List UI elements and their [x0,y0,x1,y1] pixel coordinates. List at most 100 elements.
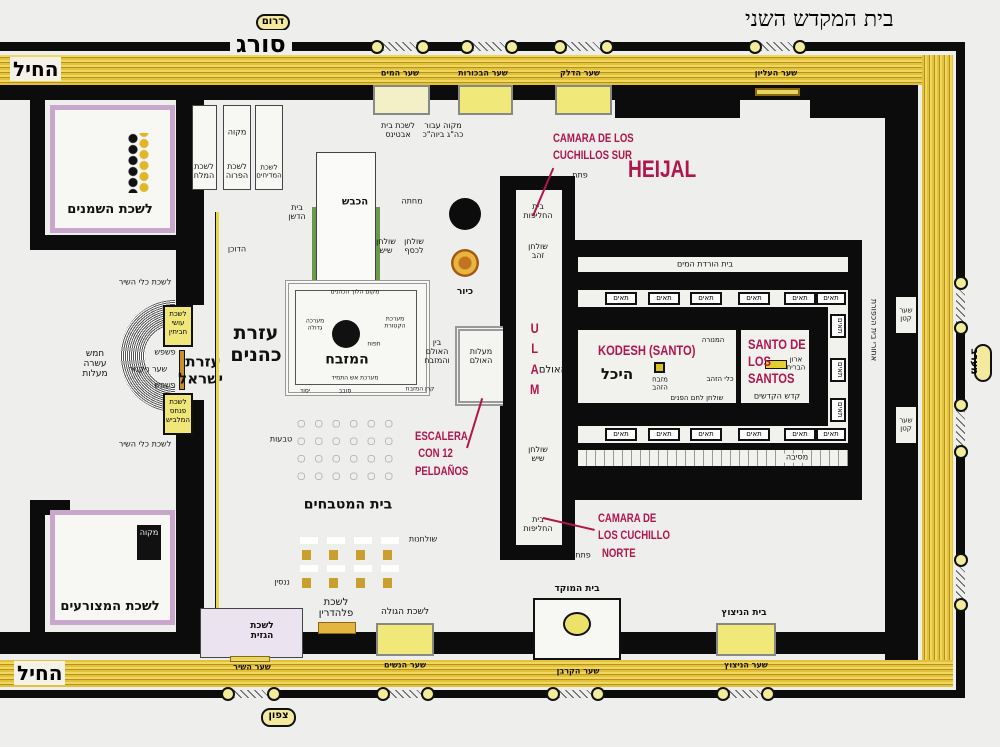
fence-gate-post [376,687,390,701]
annotation-line: PELDAÑOS [415,463,469,478]
lepers-chamber-label: לשכת המצורעים [60,598,160,614]
cell-box: תאים [648,292,680,305]
annotation-letter: U [530,320,539,336]
cell-box: תאים [690,292,722,305]
chel-bottom-label: החיל [14,661,66,685]
rings-label: טבעות [269,434,293,444]
pinchas-chamber: לשכת פנחס המלביש [163,393,193,435]
salt-chamber-label: לשכת המלח [193,162,215,180]
gold-altar-label: מזבח הזהב [652,375,668,391]
upper-gate[interactable] [755,88,800,96]
side-wall [30,500,45,640]
showbread-label: שולחן לחם הפנים [670,394,724,403]
salt-chamber [192,105,217,190]
ash-label: בית הדשן [288,203,306,221]
fence-gate-post [954,321,968,335]
cell-box: תאים [605,428,637,441]
fence-gate-post [600,40,614,54]
fence-opening[interactable] [956,560,965,605]
fence-gate-post [421,687,435,701]
nitzotz-gate[interactable] [716,623,776,656]
lepers-chamber [50,510,175,625]
song-gate[interactable] [230,656,270,662]
annotation-letter: M [530,380,540,397]
platform-label: הדוכן [227,244,247,254]
nicanor-gate-label: שער ניקנור [128,364,168,374]
hooks-label: ננסין [274,577,290,587]
chel-right [922,55,953,687]
marble-table-label: שולחן שיש [376,237,396,255]
ramp-side [376,207,380,282]
kindling-gate-label: שער הדלק [560,68,600,78]
cell-box: תאים [816,428,846,441]
fire-pyre-label: מערכת אש התמיד [331,374,379,382]
small-gate-label: שער קטן [899,306,913,322]
fence-opening[interactable] [723,690,768,698]
annotation-line: NORTE [602,545,636,560]
fence-gate-post [954,553,968,567]
fence-gate-post [553,40,567,54]
mikveh-kg-label: מקוה עבור כה"ג ביוה"כ [422,121,464,139]
rings-grid [296,415,401,485]
court-wall-bottom [0,632,918,654]
chavitin-chamber: לשכת עושי חביתין [163,305,193,347]
rinsers-chamber [255,105,283,190]
walkway-label: מקום הלוך הכהנים [330,288,380,296]
fence-gate-post [761,687,775,701]
firstborn-gate[interactable] [458,85,513,115]
fence-opening[interactable] [383,690,428,698]
fence-gate-post [370,40,384,54]
fence-gate-post [748,40,762,54]
direction-north: צפון [261,708,296,727]
fence-opening[interactable] [228,690,274,698]
kohanim-court-label: עזרת כהנים [230,322,282,366]
annotation-line: CAMARA DE [598,511,657,525]
ramp-label: הכבש [341,196,369,208]
mikveh-label: מקוה [227,127,247,137]
ulam-label: האולם [538,364,568,376]
side-wall [30,100,45,250]
kindling-gate[interactable] [555,85,612,115]
fence-opening[interactable] [553,690,598,698]
wicket-label: פשפש [154,380,176,390]
women-gate[interactable] [376,623,434,656]
ark-label: ארון הברית [786,355,806,371]
gazit-chamber [200,608,303,658]
annotation-line: LOS CUCHILLO [598,528,670,543]
fence-gate-post [460,40,474,54]
fence-opening[interactable] [467,42,512,51]
fence-gate-post [954,276,968,290]
gold-table-label: שולחן זהב [528,242,548,260]
diagram-title: בית המקדש השני [745,7,894,32]
fence-gate-post [416,40,430,54]
entrance-label: פתח [572,170,588,180]
fence-opening[interactable] [755,42,800,51]
fence-gate-post [267,687,281,701]
water-descent-strip [578,257,848,272]
side-wall [30,235,195,250]
direction-west-label: מערב [968,348,980,375]
nitzotz-gate-label: שער הניצוץ [724,660,768,670]
cell-box: תאים [830,314,846,338]
fence-opening[interactable] [377,42,423,51]
altar-ramp [316,152,376,282]
court-wall-top-block [615,85,740,118]
tables-row [300,565,400,572]
fence-gate-post [954,398,968,412]
cell-box: תאים [784,428,816,441]
fence-gate-post [954,445,968,459]
fence-gate-post [716,687,730,701]
heichal-label: היכל [600,364,634,383]
fence-opening[interactable] [956,283,965,328]
fence-opening[interactable] [956,405,965,452]
water-gate[interactable] [373,85,430,115]
fence-gate-post [591,687,605,701]
ark-icon [765,360,787,369]
soreg-right [956,42,965,698]
parva-chamber-label: לשכת הפרוה [225,162,249,180]
nicanor-gate[interactable] [179,350,185,390]
cell-box: תאים [784,292,816,305]
fence-opening[interactable] [560,42,607,51]
